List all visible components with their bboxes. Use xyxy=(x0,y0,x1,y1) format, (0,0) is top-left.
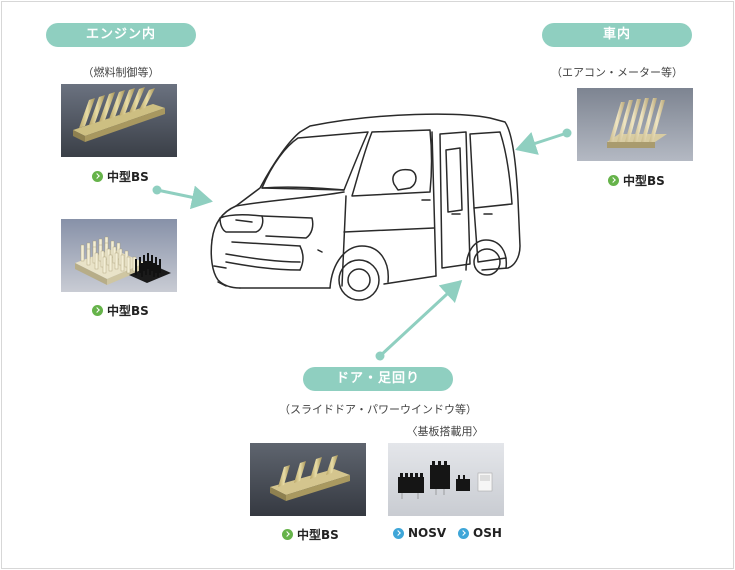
cabin-connector-arrow xyxy=(515,131,569,155)
door-section-pill: ドア・足回り xyxy=(303,367,453,391)
cabin-note: （エアコン・メーター等） xyxy=(551,66,683,79)
engine-section-pill: エンジン内 xyxy=(46,23,196,47)
door-note: （スライドドア・パワーウインドウ等） xyxy=(279,403,477,416)
cabin-item-1-link[interactable]: 中型BS xyxy=(608,172,665,189)
engine-heatsink-photo-1[interactable] xyxy=(61,84,177,157)
engine-item-2-link[interactable]: 中型BS xyxy=(92,302,149,319)
door-item-1-link[interactable]: 中型BS xyxy=(282,526,339,543)
green-arrow-icon xyxy=(608,175,619,186)
green-arrow-icon xyxy=(92,305,103,316)
green-arrow-icon xyxy=(282,529,293,540)
blue-arrow-icon xyxy=(458,527,469,539)
board-mount-products-photo[interactable] xyxy=(388,443,504,516)
engine-note: （燃料制御等） xyxy=(82,66,160,79)
door-item-3-link[interactable]: OSH xyxy=(458,526,502,540)
door-heatsink-photo[interactable] xyxy=(250,443,366,516)
engine-item-2-label: 中型BS xyxy=(107,304,149,318)
door-item-2-link[interactable]: NOSV xyxy=(393,526,446,540)
board-mount-note: 〈基板搭載用〉 xyxy=(406,425,484,438)
engine-item-1-link[interactable]: 中型BS xyxy=(92,168,149,185)
cabin-section-pill: 車内 xyxy=(542,23,692,47)
door-item-3-label: OSH xyxy=(473,526,502,540)
cabin-heatsink-photo[interactable] xyxy=(577,88,693,161)
engine-heatsink-photo-2[interactable] xyxy=(61,219,177,292)
green-arrow-icon xyxy=(92,171,103,182)
door-item-1-label: 中型BS xyxy=(297,528,339,542)
door-item-2-label: NOSV xyxy=(408,526,447,540)
engine-connector-arrow xyxy=(155,185,213,210)
blue-arrow-icon xyxy=(393,527,404,539)
cabin-item-1-label: 中型BS xyxy=(623,174,665,188)
door-connector-arrow xyxy=(378,279,463,358)
engine-item-1-label: 中型BS xyxy=(107,170,149,184)
connector-lines xyxy=(152,128,572,361)
car-outline xyxy=(210,113,521,301)
